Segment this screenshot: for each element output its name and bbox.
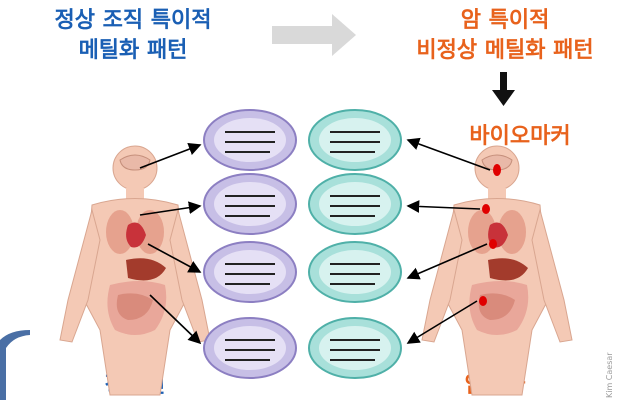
cancer-cell-1 bbox=[309, 110, 401, 170]
normal-cell-4 bbox=[204, 318, 296, 378]
cancer-cells bbox=[309, 110, 401, 378]
normal-cell-1 bbox=[204, 110, 296, 170]
tumor-liver bbox=[489, 239, 497, 249]
cancer-cell-3 bbox=[309, 242, 401, 302]
normal-cell-2 bbox=[204, 174, 296, 234]
normal-person-body bbox=[60, 146, 210, 395]
normal-cells bbox=[204, 110, 296, 378]
right-arrow-gray-icon bbox=[272, 14, 356, 56]
cancer-patient-body bbox=[422, 146, 572, 395]
cancer-cell-2 bbox=[309, 174, 401, 234]
normal-cell-3 bbox=[204, 242, 296, 302]
tumor-colon bbox=[479, 296, 487, 306]
down-arrow-black-icon bbox=[492, 72, 515, 106]
decorative-arc bbox=[0, 330, 30, 400]
cancer-cell-4 bbox=[309, 318, 401, 378]
tumor-lung bbox=[482, 204, 490, 214]
credit-text: Kim Caesar bbox=[605, 352, 614, 398]
tumor-brain bbox=[493, 164, 501, 176]
